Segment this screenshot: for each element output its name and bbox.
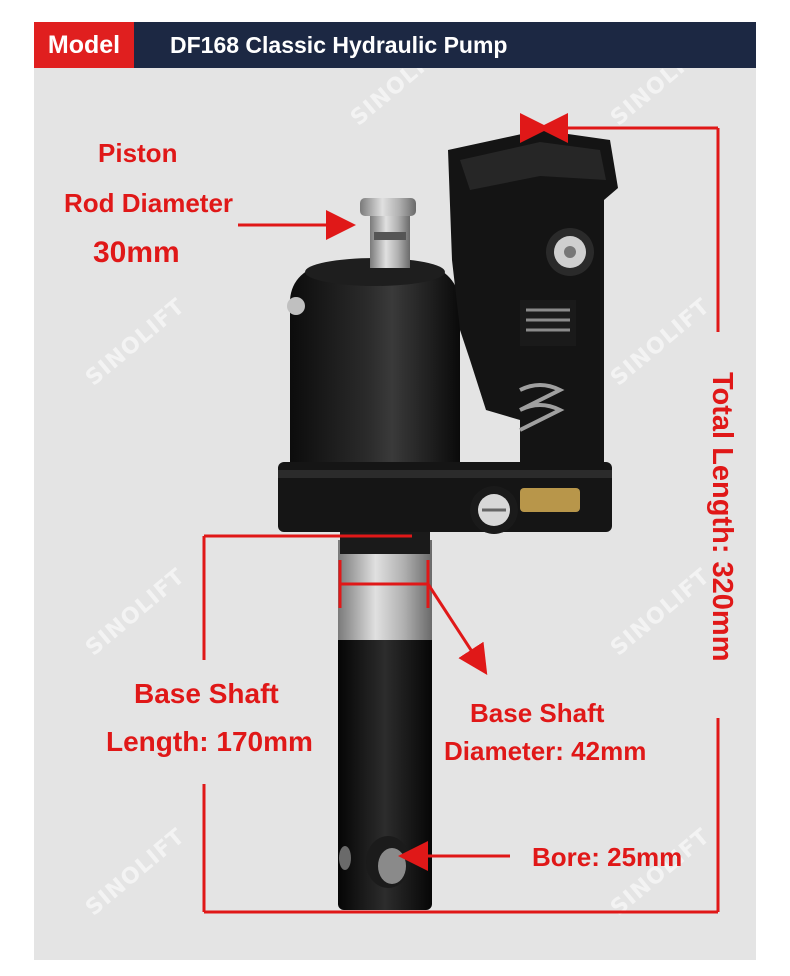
total-length-label: Total Length: 320mm [706, 372, 738, 662]
piston-value: 30mm [93, 236, 180, 269]
base-shaft-diameter-line1: Base Shaft [470, 698, 605, 728]
model-tag: Model [34, 22, 134, 68]
base-shaft-length-line2: Length: 170mm [106, 726, 313, 757]
base-shaft-diameter-line2: Diameter: 42mm [444, 736, 647, 766]
piston-label-line1: Piston [98, 138, 178, 168]
page-title: DF168 Classic Hydraulic Pump [170, 31, 508, 58]
piston-label-line2: Rod Diameter [64, 188, 234, 218]
spring [519, 383, 565, 432]
base-shaft-length-line1: Base Shaft [134, 678, 279, 709]
brass-fitting [520, 488, 580, 512]
diameter-arrow [426, 583, 488, 676]
header-bar: Model DF168 Classic Hydraulic Pump [34, 22, 756, 68]
bore-label: Bore: 25mm [532, 842, 683, 872]
pump-base-collar [278, 462, 612, 532]
base-shaft [338, 632, 432, 910]
shaft-metal-section [338, 540, 432, 640]
pump-cylinder [290, 262, 460, 470]
